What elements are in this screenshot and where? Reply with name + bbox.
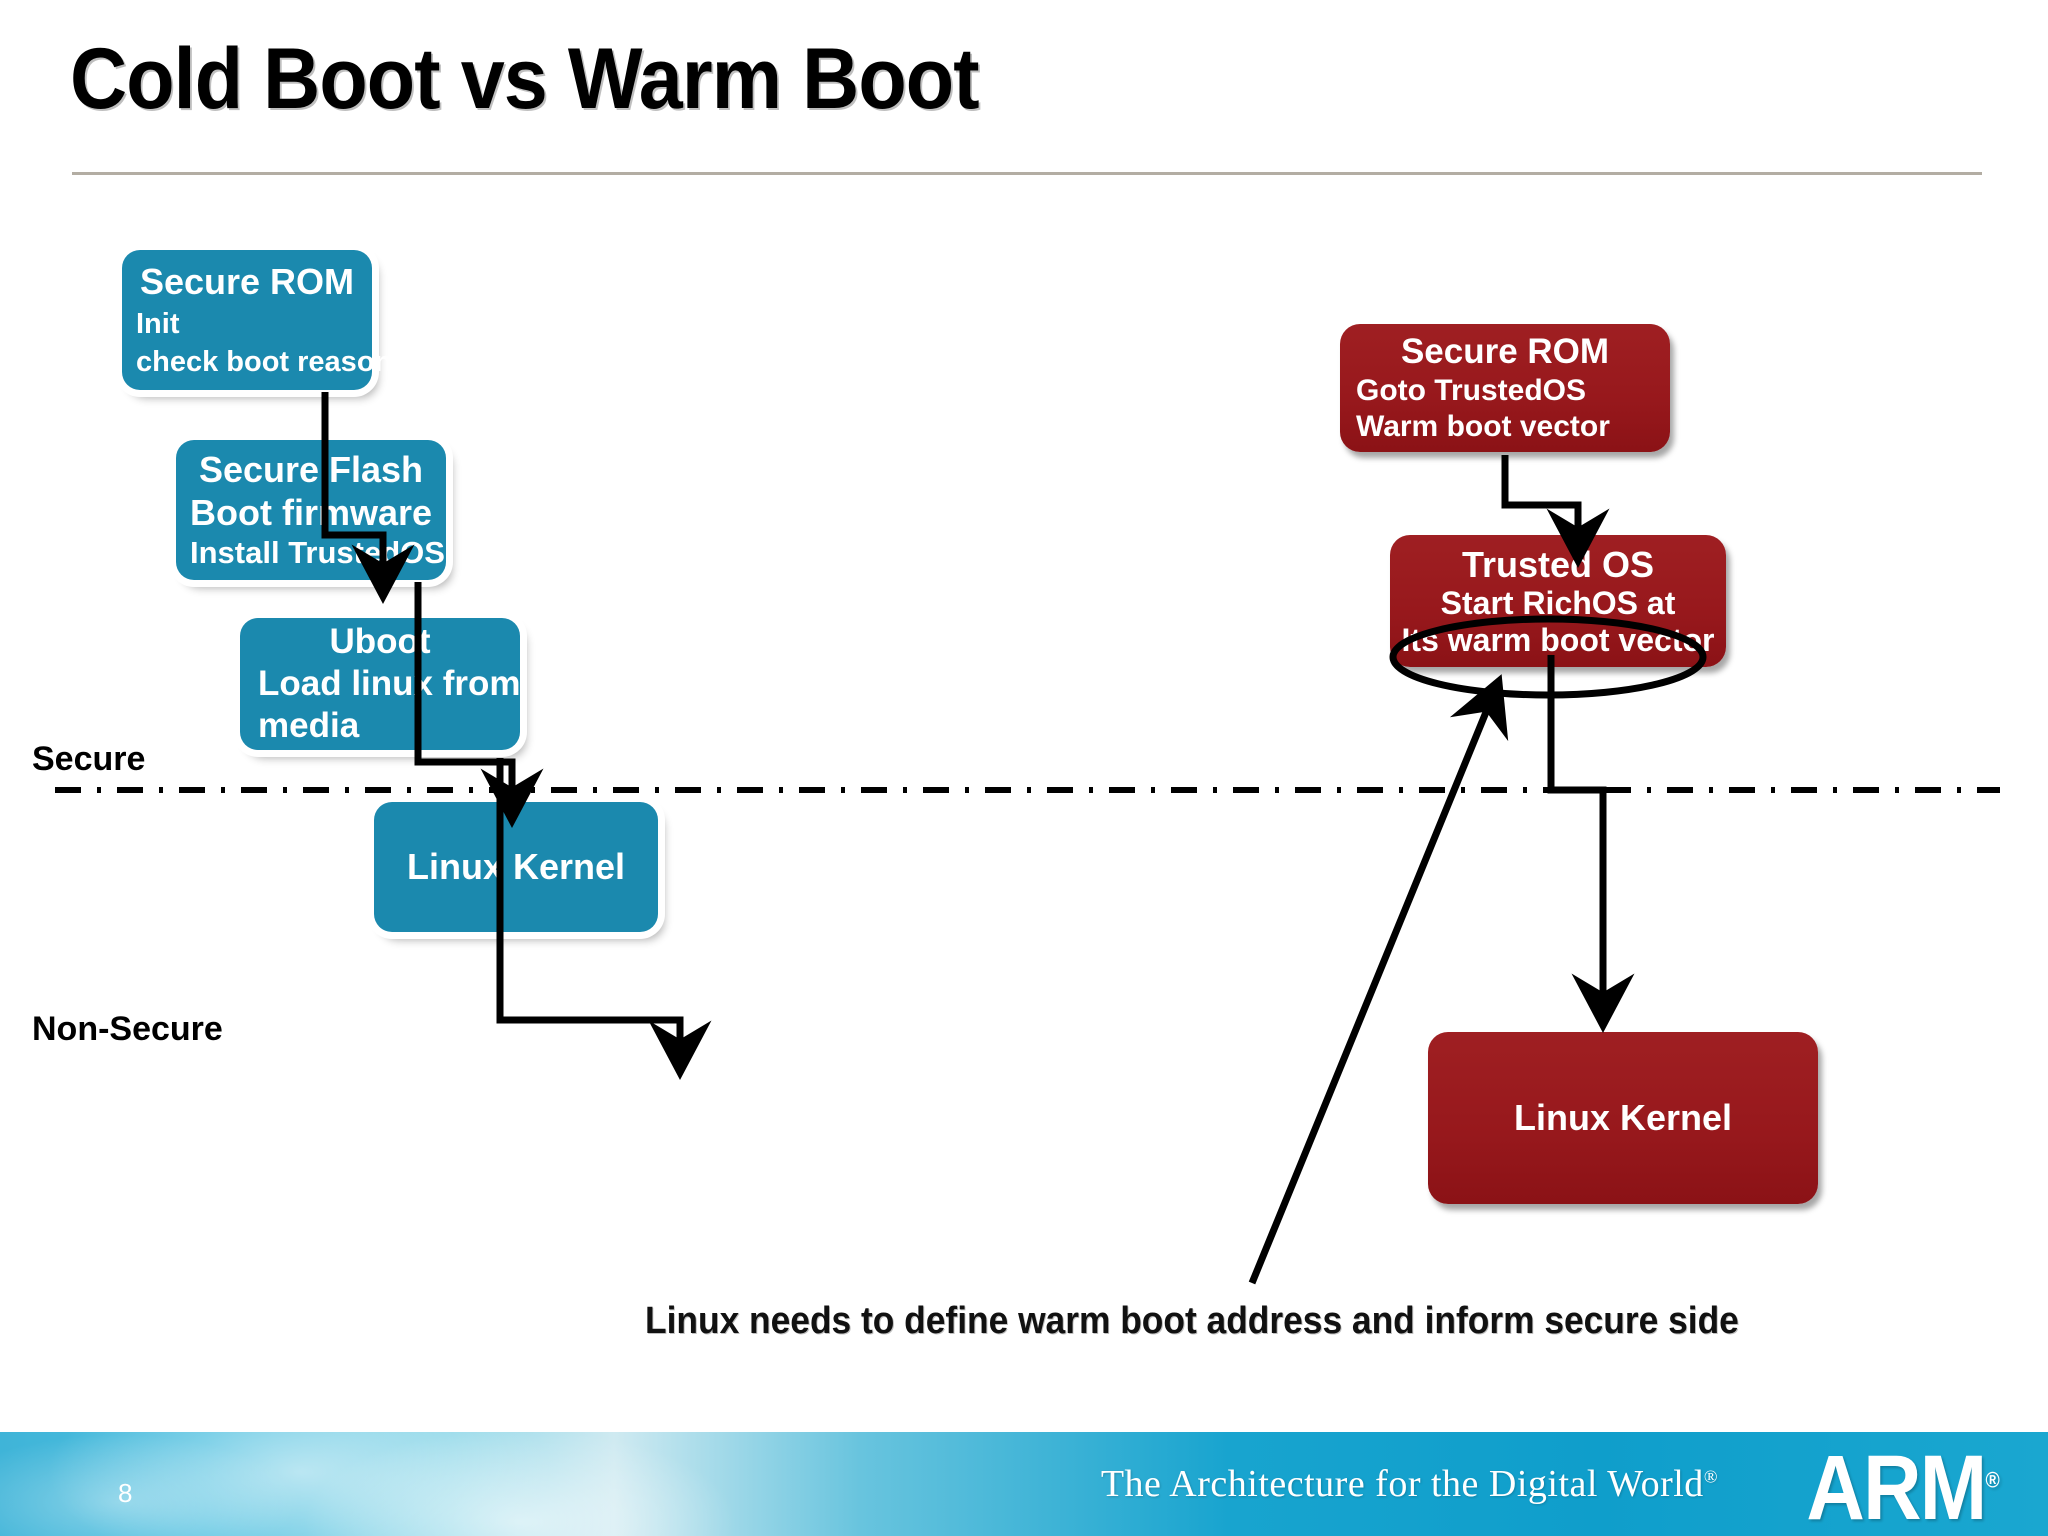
box-linux-kernel-cold[interactable]: Linux Kernel xyxy=(374,802,658,932)
box-line3: media xyxy=(258,705,360,745)
arm-logo-text: ARM xyxy=(1806,1437,1988,1536)
arrow-trusted-os-to-kernel-warm xyxy=(1547,655,1635,1033)
box-line2: Start RichOS at xyxy=(1440,585,1676,622)
registered-mark-icon: ® xyxy=(1985,1467,2000,1493)
box-title: Secure Flash xyxy=(198,449,424,491)
slide-footer: 8 The Architecture for the Digital World… xyxy=(0,1432,2048,1536)
box-title: Uboot xyxy=(329,622,431,662)
page-title: Cold Boot vs Warm Boot xyxy=(70,31,980,127)
box-title: Linux Kernel xyxy=(1513,1097,1733,1139)
box-line2: Goto TrustedOS xyxy=(1356,373,1587,407)
box-uboot[interactable]: Uboot Load linux from media xyxy=(240,618,521,750)
box-line3: Warm boot vector xyxy=(1356,409,1610,443)
title-divider-rule xyxy=(72,172,1982,175)
box-line2: Load linux from xyxy=(258,664,521,704)
box-title: Linux Kernel xyxy=(406,846,626,888)
registered-mark-icon: ® xyxy=(1703,1466,1718,1487)
arm-logo: ARM® xyxy=(1807,1436,2000,1536)
footer-tagline: The Architecture for the Digital World® xyxy=(1101,1462,1718,1506)
box-secure-rom-cold[interactable]: Secure ROM Init check boot reason xyxy=(122,250,393,390)
arrow-secure-rom-warm-to-trusted-os xyxy=(1501,455,1610,568)
box-secure-flash[interactable]: Secure Flash Boot firmware Install Trust… xyxy=(176,440,446,580)
annotation-caption: Linux needs to define warm boot address … xyxy=(645,1300,1739,1342)
box-line2: Boot firmware xyxy=(190,492,433,534)
box-title: Secure ROM xyxy=(139,261,355,303)
page-number: 8 xyxy=(118,1478,133,1508)
box-trusted-os[interactable]: Trusted OS Start RichOS at Its warm boot… xyxy=(1390,535,1726,667)
footer-tagline-text: The Architecture for the Digital World xyxy=(1100,1463,1704,1505)
box-line3: Install TrustedOS xyxy=(190,535,445,571)
box-title: Trusted OS xyxy=(1461,544,1655,586)
region-label-secure: Secure xyxy=(32,740,146,778)
box-line3: Its warm boot vector xyxy=(1401,621,1715,658)
box-line3: check boot reason xyxy=(136,345,393,378)
box-secure-rom-warm[interactable]: Secure ROM Goto TrustedOS Warm boot vect… xyxy=(1340,324,1670,452)
box-linux-kernel-warm[interactable]: Linux Kernel xyxy=(1428,1032,1818,1204)
box-title: Secure ROM xyxy=(1400,331,1610,371)
region-label-non-secure: Non-Secure xyxy=(32,1010,223,1048)
box-line2: Init xyxy=(136,308,180,341)
